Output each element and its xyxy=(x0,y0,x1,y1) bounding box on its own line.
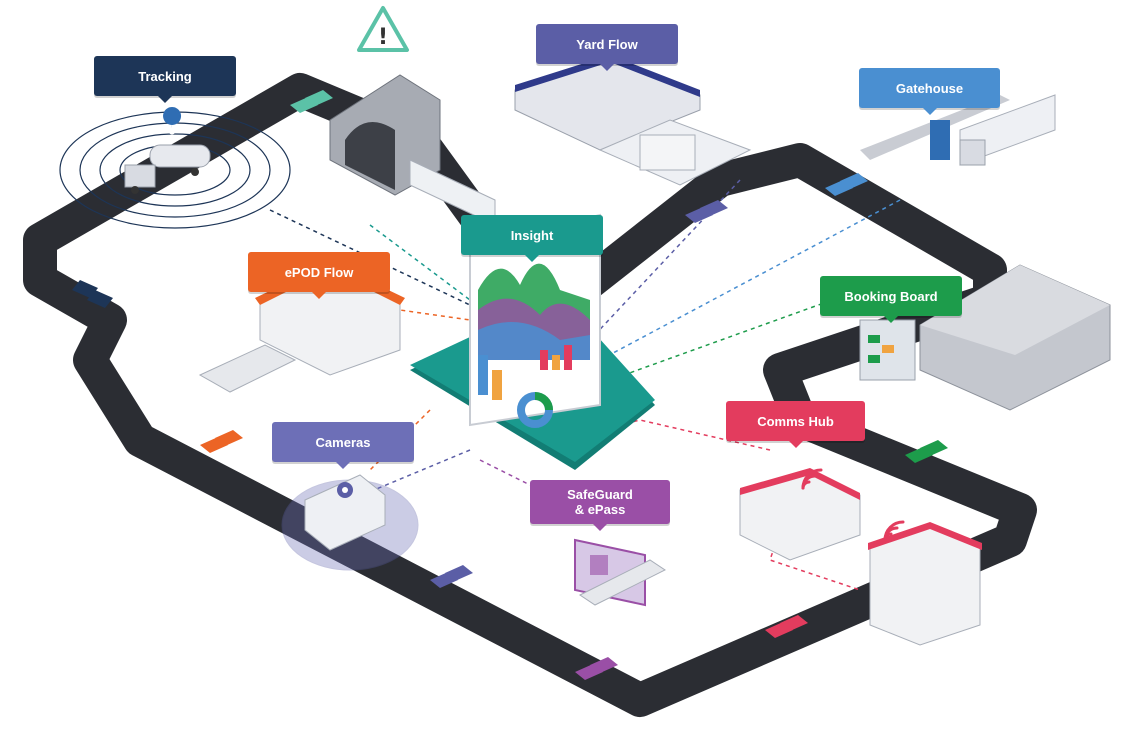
chevron-arrow-red xyxy=(765,615,808,638)
label-cameras: Cameras xyxy=(272,422,414,469)
label-booking-board-text: Booking Board xyxy=(844,288,938,304)
chevron-arrow-orange xyxy=(200,430,243,453)
yard-flow-warehouse xyxy=(514,55,752,186)
label-comms-hub-text: Comms Hub xyxy=(757,413,834,429)
wifi-signal-icon xyxy=(801,468,905,542)
label-tracking: Tracking xyxy=(94,56,236,103)
chevron-arrow-indigo-2 xyxy=(685,200,728,223)
warning-triangle-icon: ! xyxy=(357,6,409,52)
label-cameras-text: Cameras xyxy=(315,434,371,450)
chevron-arrow-teal xyxy=(290,90,333,113)
chevron-arrow-navy xyxy=(72,280,113,308)
chevron-arrow-violet xyxy=(575,657,618,680)
comms-building-1 xyxy=(739,468,861,561)
label-insight-text: Insight xyxy=(510,227,554,243)
insight-screen xyxy=(410,213,655,470)
chevron-arrows-icon xyxy=(72,90,948,680)
camera-icon xyxy=(337,482,353,498)
label-gatehouse: Gatehouse xyxy=(859,68,1000,115)
epod-building xyxy=(198,262,405,393)
gatehouse-barrier xyxy=(860,94,1056,166)
chevron-arrow-blue xyxy=(825,173,868,196)
safeguard-pass xyxy=(574,538,666,607)
chevron-arrow-green xyxy=(905,440,948,463)
label-safeguard: SafeGuard & ePass xyxy=(530,480,670,531)
label-insight: Insight xyxy=(461,215,603,262)
label-yard-flow: Yard Flow xyxy=(536,24,678,71)
label-comms-hub: Comms Hub xyxy=(726,401,865,448)
camera-zone xyxy=(281,474,419,571)
svg-text:!: ! xyxy=(378,25,388,50)
label-gatehouse-text: Gatehouse xyxy=(895,80,964,96)
comms-building-2 xyxy=(868,522,982,646)
label-safeguard-text: SafeGuard & ePass xyxy=(567,487,633,517)
location-pin-icon xyxy=(163,107,182,138)
label-booking-board: Booking Board xyxy=(820,276,962,323)
booking-warehouse xyxy=(859,264,1111,411)
chevron-arrow-indigo xyxy=(430,565,473,588)
label-epod-flow: ePOD Flow xyxy=(248,252,390,299)
tanker-truck xyxy=(124,144,211,194)
label-tracking-text: Tracking xyxy=(138,68,192,84)
label-epod-flow-text: ePOD Flow xyxy=(284,264,354,280)
label-yard-flow-text: Yard Flow xyxy=(576,36,638,52)
